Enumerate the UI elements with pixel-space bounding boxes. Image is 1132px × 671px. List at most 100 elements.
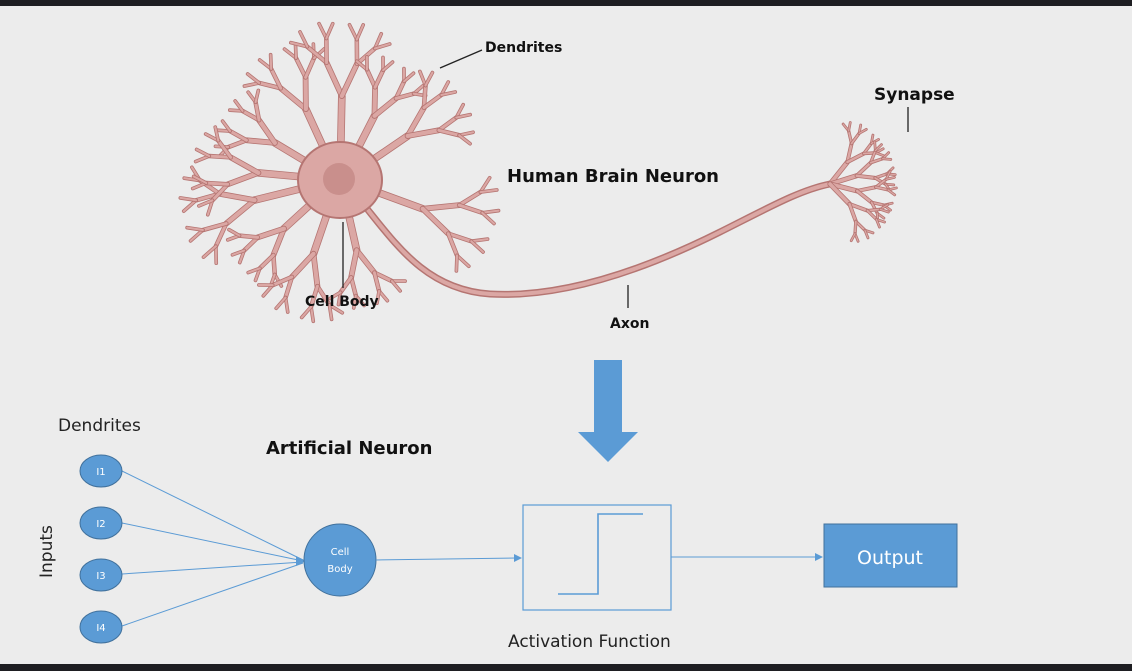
dendrite-segment [237, 234, 260, 239]
dendrite-segment [881, 158, 892, 161]
dendrite-segment [858, 128, 867, 135]
dendrite-segment [206, 199, 214, 216]
dendrite-segment [457, 203, 484, 215]
dendrite-segment [339, 61, 360, 99]
dendrite-segment [339, 275, 353, 294]
dendrite-segment [278, 86, 308, 112]
dendrite-segment [179, 196, 198, 202]
axon-label: Axon [610, 316, 649, 332]
dendrite-segment [405, 128, 441, 139]
dendrite-segment [289, 41, 309, 48]
dendrite-segment [846, 152, 866, 164]
dendrite-segment [848, 202, 858, 223]
dendrite-segment [372, 271, 394, 283]
input-node-2: I2 [79, 506, 123, 540]
dendrite-segment [284, 296, 289, 314]
dendrite-segment [283, 48, 298, 60]
dendrite-segment [202, 245, 217, 259]
dendrite-segment [848, 121, 851, 132]
dendrite-segment [440, 81, 450, 96]
input-connections [121, 470, 304, 627]
dendrite-segment [258, 253, 275, 270]
dendrites-leader-line [439, 49, 483, 69]
dendrite-segment [424, 71, 434, 87]
dendrite-segment [228, 129, 248, 142]
output-label: Output [857, 547, 923, 569]
dendrite-segment [458, 134, 472, 145]
dendrite-segment [242, 235, 260, 253]
dendrite-segment [866, 209, 878, 221]
down-arrow-icon [578, 360, 638, 462]
input-node-4: I4 [79, 610, 123, 644]
dendrite-segment [192, 175, 208, 185]
dendrite-segment [850, 132, 860, 145]
dendrite-segment [207, 154, 233, 159]
dendrite-segment [247, 267, 261, 274]
dendrite-segment [289, 251, 316, 280]
dendrite-segment [446, 232, 473, 243]
dendrite-segment [440, 90, 457, 96]
dendrite-segment [258, 58, 273, 70]
dendrite-segment [197, 199, 214, 207]
synapse-label: Synapse [874, 85, 955, 105]
dendrite-segment [418, 70, 427, 87]
diagram-background [0, 6, 1132, 664]
dendrite-segment [864, 229, 869, 239]
dendrite-segment [216, 139, 233, 159]
dendrite-segment [271, 253, 277, 277]
dendrite-segment [214, 126, 220, 142]
dendrite-segment [855, 189, 873, 204]
dendrite-segment [256, 118, 277, 145]
dendrite-segment [194, 155, 211, 163]
dendrite-segment [854, 220, 857, 235]
dendrite-segment [870, 201, 879, 215]
dendrite-segment [828, 182, 852, 206]
input-node-1-label: I1 [96, 467, 105, 478]
dendrite-segment [828, 160, 850, 186]
dendrite-segment [446, 232, 459, 257]
dendrite-segment [269, 67, 283, 90]
dendrite-segment [879, 208, 889, 213]
dendrite-segment [875, 152, 885, 157]
dendrite-segment [257, 81, 283, 90]
dendrite-segment [189, 228, 204, 242]
dendrite-segment [354, 248, 377, 275]
dendrite-segment [210, 182, 230, 202]
dendrite-segment [885, 176, 896, 180]
dendrite-segment [309, 284, 319, 309]
dendrite-segment [328, 303, 333, 321]
dendrite-segment [479, 188, 498, 194]
dendrite-segment [294, 42, 298, 60]
dendrite-segment [481, 209, 500, 214]
dendrite-segment [479, 176, 491, 194]
dendrite-segment [372, 85, 378, 118]
dendrite-segment [214, 222, 228, 248]
dendrite-segment [422, 93, 443, 110]
dendrite-segment [855, 174, 877, 180]
dendrite-segment [481, 211, 496, 225]
dendrite-segment [317, 22, 328, 40]
dendrite-segment [195, 148, 211, 158]
dendrite-segment [182, 199, 198, 213]
dendrite-segment [420, 203, 462, 211]
dendrite-segment [269, 53, 273, 70]
dendrite-segment [874, 186, 889, 191]
nucleus-shape [323, 163, 355, 195]
dendrite-segment [186, 226, 204, 232]
dendrite-segment [201, 222, 228, 232]
dendrite-segment [243, 81, 261, 88]
dendrite-segment [204, 181, 230, 186]
connection-i3 [121, 561, 304, 575]
dendrite-segment [244, 138, 277, 145]
dendrite-segment [455, 254, 470, 268]
cell-to-activation-line [375, 557, 517, 561]
connection-i2 [121, 522, 304, 562]
dendrite-segment [869, 157, 884, 164]
dendrite-segment [437, 128, 461, 137]
dendrite-segment [437, 116, 458, 132]
dendrite-segment [403, 72, 415, 83]
input-node-2-label: I2 [96, 519, 105, 530]
dendrite-segment [394, 92, 416, 100]
output-arrowhead [815, 553, 823, 561]
dendrite-segment [255, 226, 287, 240]
